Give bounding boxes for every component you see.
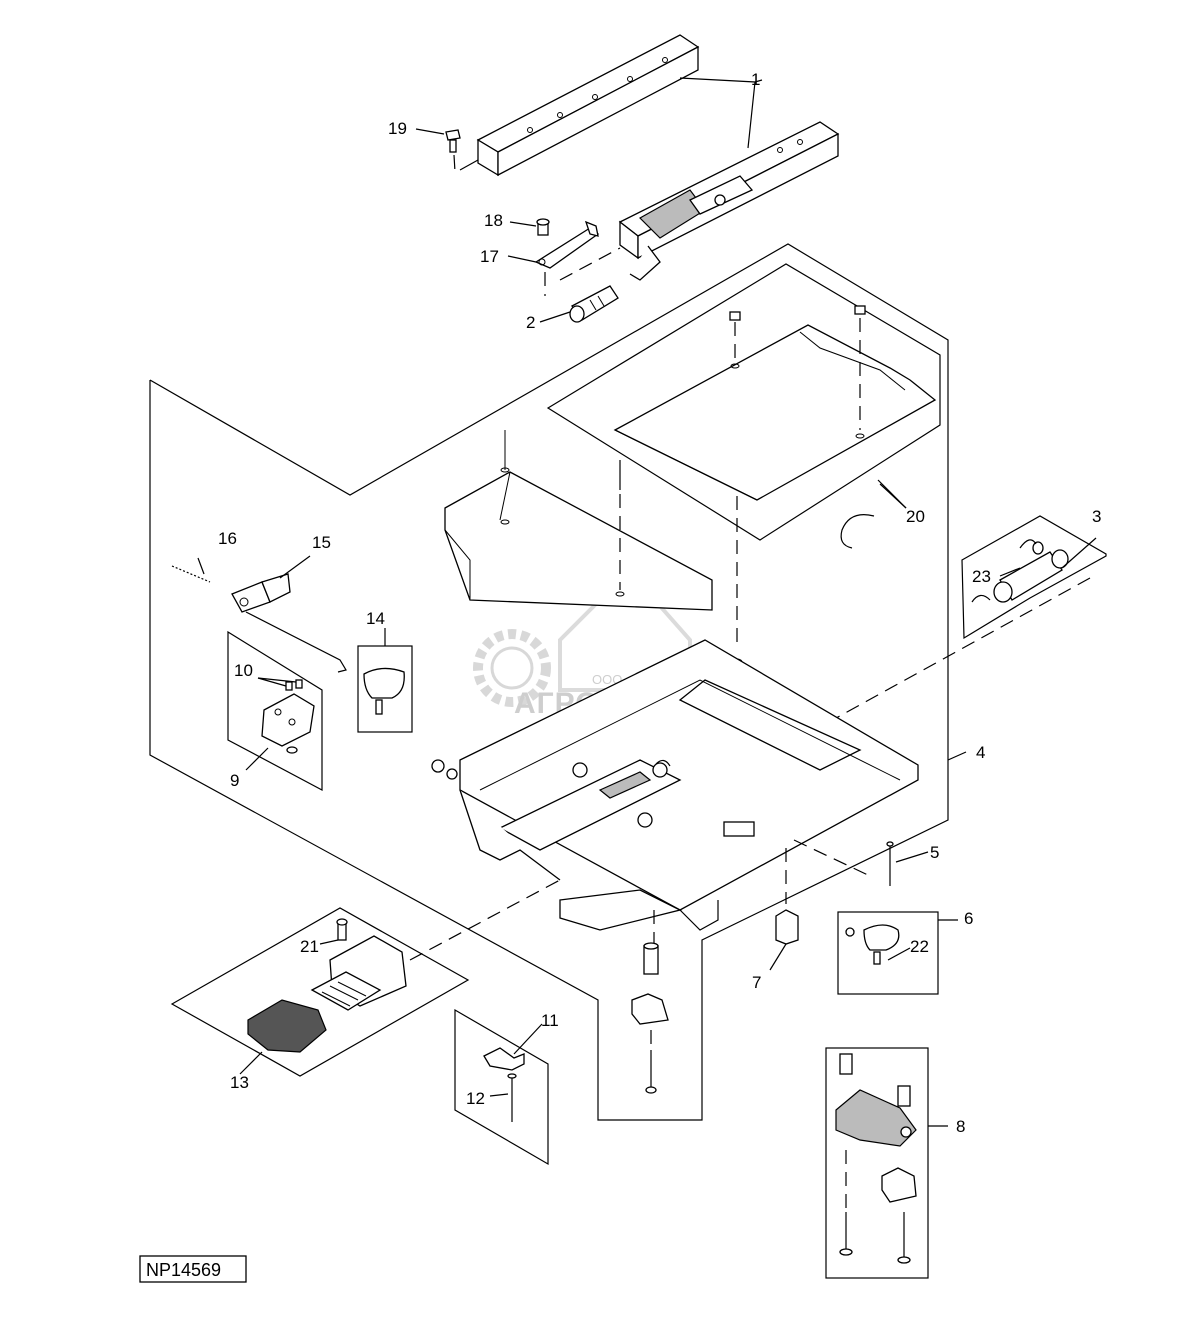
cushion-outline-frame (546, 263, 941, 541)
callout-8: 8 (956, 1117, 965, 1136)
figure-reference: NP14569 (139, 1255, 247, 1283)
callout-10: 10 (234, 661, 253, 680)
callout-11: 11 (541, 1011, 559, 1030)
lever-15-spring-16 (171, 555, 347, 673)
callout-13: 13 (230, 1073, 249, 1092)
pedal-assembly-13 (170, 879, 561, 1077)
kit-frame-9 (227, 630, 323, 791)
callout-23: 23 (972, 567, 991, 586)
seat-pad-20 (613, 305, 937, 666)
kit-frame-8 (825, 1047, 948, 1279)
handle-grip-2 (539, 285, 619, 323)
watermark-prefix: ООО (592, 672, 622, 687)
callout-14: 14 (366, 609, 385, 628)
bolt-19 (415, 128, 461, 173)
callout-1: 1 (751, 70, 760, 89)
seat-rails (459, 34, 840, 281)
leader-lines (879, 483, 1021, 577)
callout-3: 3 (1092, 507, 1101, 526)
figure-id: NP14569 (146, 1260, 221, 1280)
bracket-17 (507, 218, 621, 296)
kit-frame-11-12 (454, 1008, 549, 1166)
callout-12: 12 (466, 1089, 485, 1108)
base-frame-4 (431, 639, 967, 944)
callout-18: 18 (484, 211, 503, 230)
callout-4: 4 (976, 743, 985, 762)
mount-clamp (631, 942, 669, 1094)
callout-16: 16 (218, 529, 237, 548)
callout-7: 7 (752, 973, 761, 992)
callout-15: 15 (312, 533, 331, 552)
assembly-outline-main (149, 243, 949, 1121)
callout-17: 17 (480, 247, 499, 266)
kit-frame-14 (357, 628, 413, 733)
spacer-7 (769, 909, 799, 971)
callout-20: 20 (906, 507, 925, 526)
callout-2: 2 (526, 313, 535, 332)
callout-6: 6 (964, 909, 973, 928)
callout-9: 9 (230, 771, 239, 790)
seat-cushion-block (444, 430, 713, 611)
callout-5: 5 (930, 843, 939, 862)
kit-frame-6 (837, 911, 958, 995)
callout-21: 21 (300, 937, 319, 956)
callout-19: 19 (388, 119, 407, 138)
bolt-5 (886, 841, 929, 886)
callout-labels: 1 2 3 4 5 6 7 8 9 10 11 12 13 14 15 16 1… (218, 70, 1101, 1136)
callout-22: 22 (910, 937, 929, 956)
